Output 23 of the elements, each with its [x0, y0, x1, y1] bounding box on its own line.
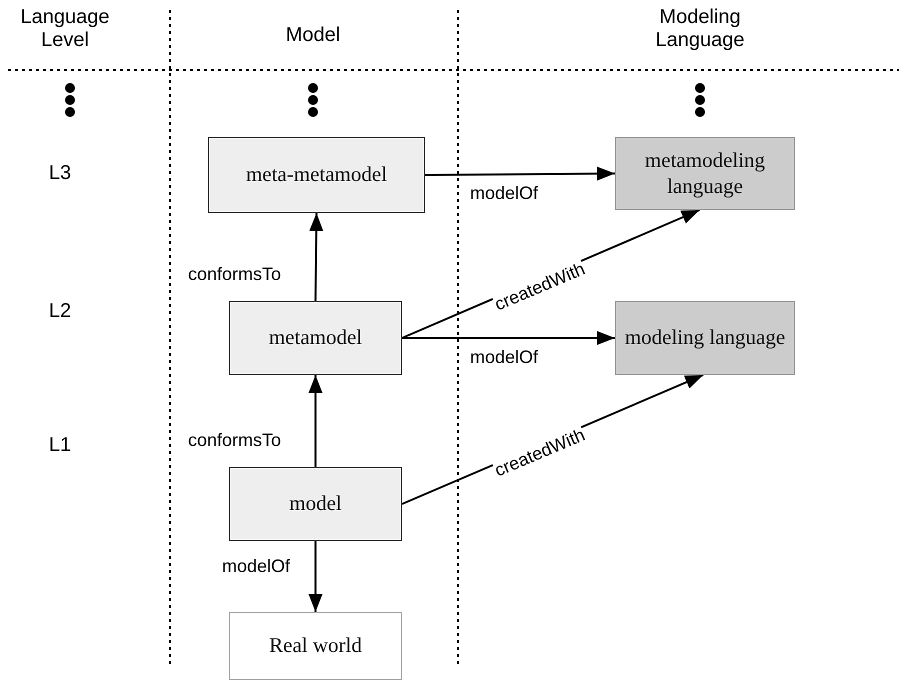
- column-header: Model: [284, 24, 342, 47]
- arrow: [402, 331, 615, 345]
- level-label: L1: [48, 434, 72, 457]
- box-label: modeling language: [624, 325, 786, 351]
- process-box: [229, 301, 402, 375]
- arrow: [309, 212, 324, 302]
- process-box: [615, 301, 795, 375]
- arrow: [425, 166, 615, 181]
- level-label: L3: [48, 162, 72, 185]
- column-header: Language Level: [20, 6, 110, 52]
- column-header: Modeling Language: [654, 6, 746, 52]
- box-label: Real world: [268, 633, 363, 659]
- arrow: [308, 541, 322, 612]
- level-label: L2: [48, 300, 72, 323]
- box-label: metamodeling language: [644, 148, 766, 199]
- box-label: meta-metamodel: [244, 162, 388, 188]
- box-label: metamodel: [268, 325, 364, 351]
- process-box: [208, 137, 425, 213]
- arrow: [308, 375, 322, 467]
- process-box: [229, 467, 402, 541]
- process-box: [615, 137, 795, 210]
- box-label: model: [288, 491, 343, 517]
- process-box: [229, 612, 402, 680]
